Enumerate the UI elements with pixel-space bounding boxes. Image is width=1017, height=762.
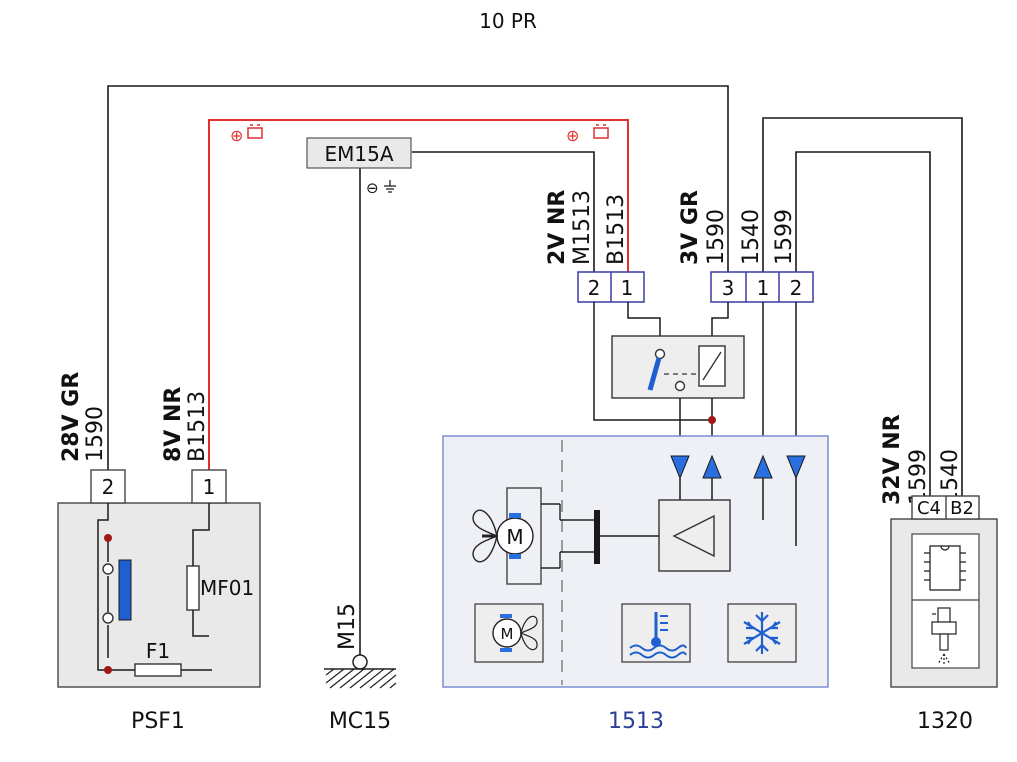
label-2v-nr: 2V NR M1513 B1513 <box>545 190 629 265</box>
label-3v-gr: 3V GR 1590 1540 1599 <box>678 190 797 265</box>
wire-1590 <box>107 85 729 470</box>
power-symbol-right: ⊕ <box>566 124 609 145</box>
diagram-title: 10 PR <box>479 9 537 33</box>
mc15-ground: M15 <box>324 603 397 689</box>
relay-connector-3v: 3 1 2 <box>710 271 814 303</box>
battery-icon <box>247 127 263 139</box>
svg-text:32V NR: 32V NR <box>880 414 905 505</box>
svg-text:1590: 1590 <box>83 406 108 462</box>
wire-b1513-power <box>208 119 629 470</box>
connector-bar <box>594 510 600 564</box>
fuse-f1 <box>134 663 182 677</box>
fan-module-1513: M M <box>442 435 829 688</box>
svg-text:3V GR: 3V GR <box>678 190 703 265</box>
signal-arrows <box>670 454 806 480</box>
ground-icon <box>384 180 396 193</box>
relay-box <box>611 335 745 424</box>
svg-text:1540: 1540 <box>739 209 764 265</box>
svg-text:B1513: B1513 <box>604 194 629 265</box>
svg-text:1599: 1599 <box>772 209 797 265</box>
relay-contact <box>647 357 662 391</box>
junction-dot <box>708 416 716 424</box>
svg-text:28V GR: 28V GR <box>59 372 84 462</box>
svg-text:8V NR: 8V NR <box>161 387 186 462</box>
svg-text:M15: M15 <box>335 603 360 650</box>
wire-1599 <box>795 151 931 512</box>
label-psf1: PSF1 <box>131 709 185 734</box>
svg-text:1: 1 <box>203 475 216 499</box>
label-1513: 1513 <box>608 709 664 734</box>
svg-text:⊕: ⊕ <box>566 126 579 145</box>
snowflake-icon <box>727 603 797 663</box>
relay-contact <box>118 559 132 621</box>
label-mc15: MC15 <box>329 709 391 734</box>
svg-text:2: 2 <box>790 276 803 300</box>
maxi-fuse-mf01 <box>186 565 200 611</box>
wire-1540 <box>762 117 963 512</box>
svg-text:M: M <box>501 625 514 643</box>
svg-text:⊕: ⊕ <box>230 126 243 145</box>
svg-text:B2: B2 <box>950 498 974 519</box>
svg-text:⊖: ⊖ <box>366 179 379 197</box>
wires <box>107 85 963 660</box>
label-8v-nr: 8V NR B1513 <box>161 387 210 462</box>
power-symbol-left: ⊕ <box>230 124 263 145</box>
ground-point-em15a: EM15A ⊖ <box>306 137 412 197</box>
fan-motor-small-icon: M <box>474 603 544 663</box>
label-28v-gr: 28V GR 1590 <box>59 372 108 462</box>
svg-text:B1513: B1513 <box>185 391 210 462</box>
ecu-1320: C4 B2 <box>890 495 998 688</box>
fan-controller <box>658 499 731 572</box>
svg-text:F1: F1 <box>146 639 170 663</box>
svg-text:EM15A: EM15A <box>324 142 393 166</box>
coolant-temperature-icon <box>621 603 691 663</box>
injector-icon <box>931 607 957 666</box>
label-32v-nr: 32V NR 1599 1540 <box>880 414 963 505</box>
ecu-chip-icon <box>924 545 966 591</box>
relay-connector-2v: 2 1 <box>577 271 645 303</box>
svg-text:1: 1 <box>621 276 634 300</box>
wire-m1513 <box>412 151 595 272</box>
svg-text:3: 3 <box>722 276 735 300</box>
svg-text:C4: C4 <box>917 498 941 519</box>
svg-text:M1513: M1513 <box>570 190 595 265</box>
label-1320: 1320 <box>917 709 973 734</box>
battery-icon <box>593 127 609 139</box>
svg-text:MF01: MF01 <box>200 576 254 600</box>
svg-text:2: 2 <box>588 276 601 300</box>
svg-text:M: M <box>506 525 523 549</box>
svg-text:1590: 1590 <box>704 209 729 265</box>
svg-text:2V NR: 2V NR <box>545 190 570 265</box>
svg-text:1: 1 <box>757 276 770 300</box>
psf1-component: 2 1 MF01 F1 <box>57 469 261 688</box>
fan-motor-icon <box>472 487 594 585</box>
svg-text:2: 2 <box>102 475 115 499</box>
